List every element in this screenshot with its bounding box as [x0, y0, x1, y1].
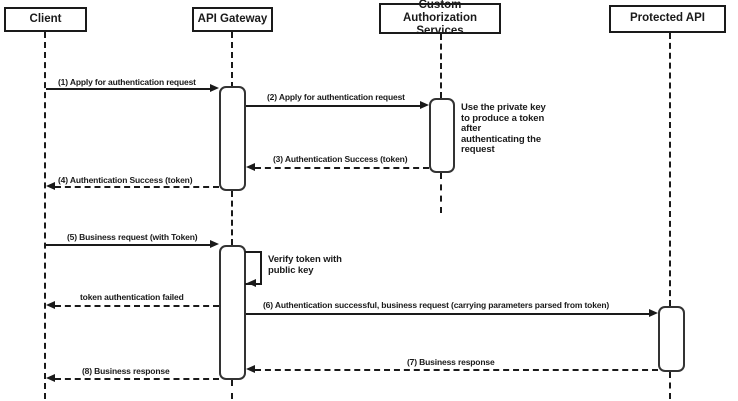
message-3-line — [255, 167, 429, 169]
lifeline-protected-api-1 — [669, 33, 671, 306]
message-4-line — [55, 186, 219, 188]
activation-custom-auth-services — [429, 98, 455, 173]
message-3-label: (3) Authentication Success (token) — [273, 154, 408, 164]
self-message-verify-token-arrowhead-icon — [247, 279, 256, 287]
message-token-auth-failed-label: token authentication failed — [80, 292, 184, 302]
actor-custom-authorization-services-label: Custom Authorization Services — [402, 0, 478, 38]
message-token-auth-failed-arrowhead-icon — [46, 301, 55, 309]
lifeline-api-gateway-3 — [231, 380, 233, 399]
message-2-line — [246, 105, 420, 107]
activation-protected-api — [658, 306, 685, 372]
message-7-line — [255, 369, 658, 371]
lifeline-custom-auth-services-1 — [440, 34, 442, 98]
lifeline-client — [44, 32, 46, 399]
message-token-auth-failed-line — [55, 305, 219, 307]
lifeline-protected-api-2 — [669, 372, 671, 399]
message-8-label: (8) Business response — [82, 366, 170, 376]
message-7-arrowhead-icon — [246, 365, 255, 373]
message-5-line — [46, 244, 210, 246]
note-verify-token: Verify token with public key — [268, 254, 342, 276]
actor-protected-api: Protected API — [609, 5, 726, 33]
note-private-key: Use the private key to produce a token a… — [461, 102, 546, 155]
message-4-arrowhead-icon — [46, 182, 55, 190]
lifeline-api-gateway-1 — [231, 32, 233, 88]
actor-client: Client — [4, 7, 87, 32]
message-7-label: (7) Business response — [407, 357, 495, 367]
actor-protected-api-label: Protected API — [630, 12, 705, 25]
message-8-line — [55, 378, 219, 380]
message-6-label: (6) Authentication successful, business … — [263, 300, 610, 310]
message-5-label: (5) Business request (with Token) — [67, 232, 198, 242]
message-5-arrowhead-icon — [210, 240, 219, 248]
message-6-arrowhead-icon — [649, 309, 658, 317]
activation-api-gateway-business — [219, 245, 246, 380]
message-3-arrowhead-icon — [246, 163, 255, 171]
actor-client-label: Client — [29, 12, 62, 25]
lifeline-custom-auth-services-2 — [440, 173, 442, 213]
message-2-label: (2) Apply for authentication request — [267, 92, 405, 102]
message-4-label: (4) Authentication Success (token) — [58, 175, 193, 185]
lifeline-api-gateway-2 — [231, 191, 233, 245]
activation-api-gateway-auth — [219, 86, 246, 191]
message-8-arrowhead-icon — [46, 374, 55, 382]
message-1-line — [46, 88, 211, 90]
message-1-label: (1) Apply for authentication request — [58, 77, 196, 87]
message-6-line — [246, 313, 649, 315]
actor-api-gateway-label: API Gateway — [197, 12, 268, 25]
message-2-arrowhead-icon — [420, 101, 429, 109]
actor-api-gateway: API Gateway — [192, 7, 273, 32]
actor-custom-authorization-services: Custom Authorization Services — [379, 0, 501, 37]
message-1-arrowhead-icon — [210, 84, 219, 92]
